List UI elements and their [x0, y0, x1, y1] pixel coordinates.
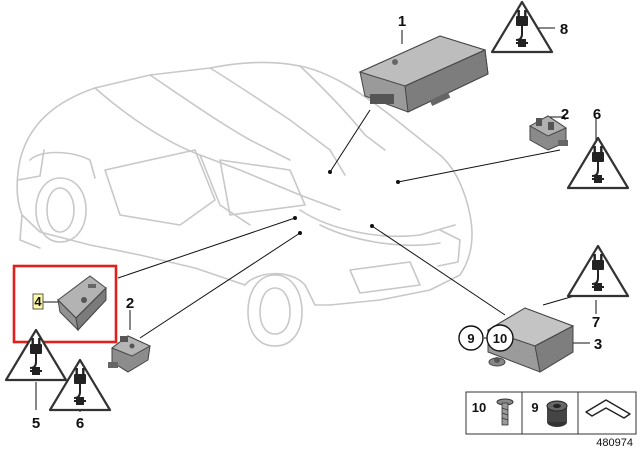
screw-icon: [496, 398, 514, 426]
antenna-amplifier-left-part[interactable]: [108, 335, 152, 373]
label-6-top: 6: [593, 106, 601, 123]
legend-grommet-number: 9: [531, 400, 538, 415]
control-unit-part[interactable]: [358, 35, 489, 113]
bracket-icon: [585, 399, 631, 419]
selected-module-part[interactable]: [57, 275, 107, 332]
label-7: 7: [592, 314, 600, 331]
warning-top-right-icon: [566, 136, 630, 190]
callout-9: 9: [458, 325, 484, 351]
selected-part-tag: [32, 293, 44, 310]
label-2-left: 2: [126, 295, 134, 312]
grommet-icon: [546, 400, 568, 427]
selected-part-highlight: [12, 264, 118, 344]
label-4: 4: [34, 294, 42, 309]
callout-10: 10: [486, 324, 514, 352]
warning-top-icon: [490, 0, 554, 54]
label-6-left: 6: [76, 415, 84, 432]
svg-text:9: 9: [467, 331, 474, 346]
label-1: 1: [398, 13, 406, 30]
reference-number: 480974: [596, 437, 633, 449]
label-2-top: 2: [561, 106, 569, 123]
legend-screw-number: 10: [472, 400, 486, 415]
label-8: 8: [560, 21, 568, 38]
car-outline: [16, 61, 473, 347]
svg-text:10: 10: [493, 331, 507, 346]
label-5: 5: [32, 415, 40, 432]
antenna-amplifier-top-part[interactable]: [528, 115, 568, 151]
warning-right-lower-icon: [566, 244, 630, 298]
fastener-legend: 10 9: [465, 391, 637, 435]
label-3: 3: [594, 336, 602, 353]
